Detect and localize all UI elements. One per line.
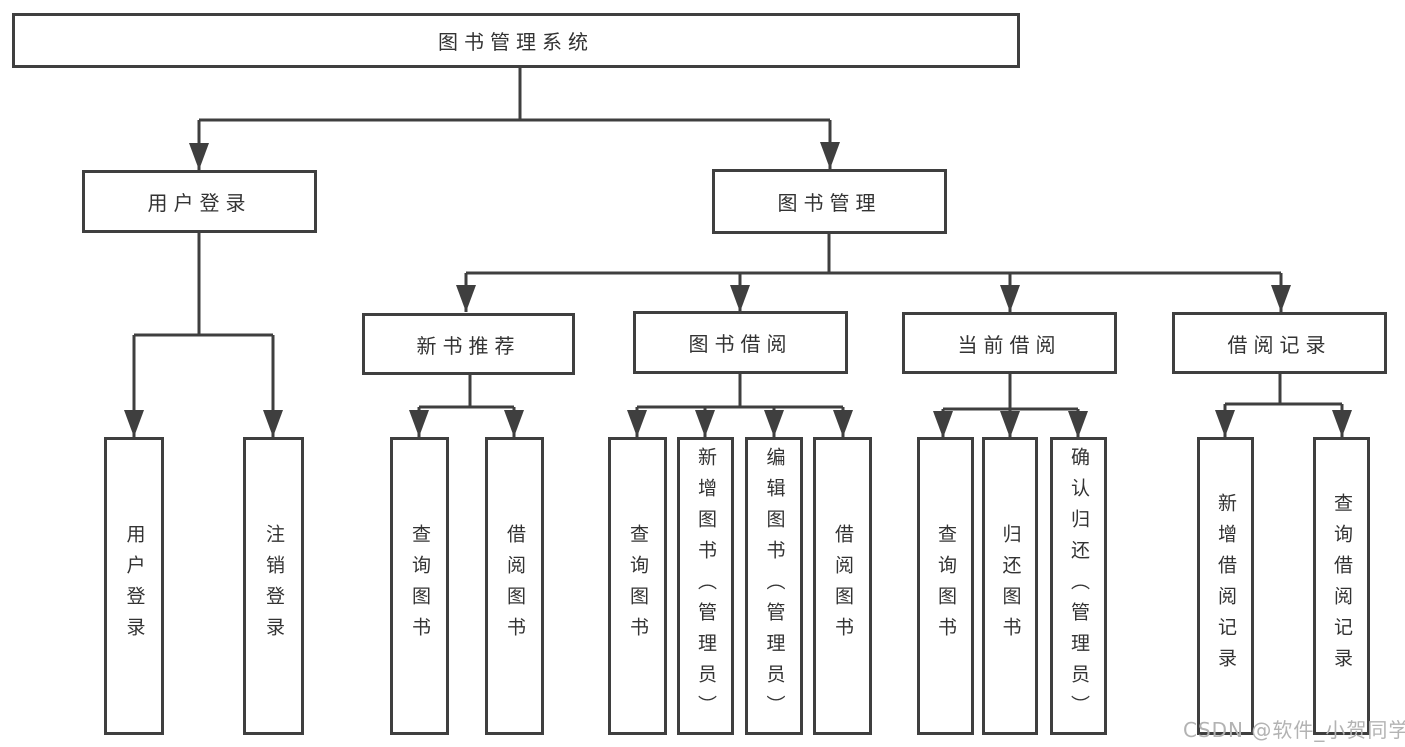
node-user-login: 用户登录 [82,170,317,233]
leaf-add-borrow-record: 新增借阅记录 [1197,437,1254,735]
leaf-label: 查询图书 [935,524,957,648]
leaf-label: 借阅图书 [504,524,526,648]
arrowhead-icon [124,410,144,437]
leaf-query-books-current: 查询图书 [917,437,974,735]
leaf-user-login: 用户登录 [104,437,164,735]
leaf-label: 确认归还（管理员） [1068,446,1090,726]
leaf-borrow-books-borrow: 借阅图书 [813,437,872,735]
leaf-query-borrow-record: 查询借阅记录 [1313,437,1370,735]
leaf-return-books: 归还图书 [982,437,1038,735]
leaf-label: 查询借阅记录 [1331,493,1353,679]
arrowhead-icon [1215,410,1235,437]
arrowhead-icon [456,285,476,312]
leaf-label: 新增借阅记录 [1215,493,1237,679]
node-book-management: 图书管理 [712,169,947,234]
node-new-book-recommendation: 新书推荐 [362,313,575,375]
arrowhead-icon [1271,285,1291,312]
arrowhead-icon [1068,411,1088,438]
leaf-label: 用户登录 [123,524,146,648]
arrowhead-icon [933,411,953,438]
watermark-text: CSDN @软件_小贺同学 [1183,718,1405,742]
arrowhead-icon [695,410,715,437]
leaf-confirm-return-admin: 确认归还（管理员） [1050,437,1107,735]
node-root-library-system: 图书管理系统 [12,13,1020,68]
leaf-label: 编辑图书（管理员） [763,446,786,726]
arrowhead-icon [820,142,840,169]
arrowhead-icon [833,410,853,437]
node-label: 图书管理 [777,191,882,215]
arrowhead-icon [1000,285,1020,312]
connector-path [132,68,1344,438]
arrowhead-icon [764,410,784,437]
node-borrowing-records: 借阅记录 [1172,312,1387,374]
node-label: 图书管理系统 [438,30,594,54]
arrowhead-icon [730,285,750,312]
arrowhead-icon [627,410,647,437]
leaf-label: 查询图书 [627,524,649,648]
arrowheads [124,142,1352,438]
leaf-label: 注销登录 [263,524,285,648]
leaf-query-books-recommend: 查询图书 [390,437,449,735]
leaf-label: 新增图书（管理员） [695,446,717,726]
node-label: 新书推荐 [416,333,521,358]
arrowhead-icon [189,143,209,170]
arrowhead-icon [504,410,524,437]
leaf-logout: 注销登录 [243,437,304,735]
arrowhead-icon [263,410,283,437]
arrowhead-icon [1000,411,1020,438]
node-current-borrowing: 当前借阅 [902,312,1117,374]
node-label: 图书借阅 [688,332,793,356]
leaf-add-books-admin: 新增图书（管理员） [677,437,734,735]
leaf-borrow-books-recommend: 借阅图书 [485,437,544,735]
node-book-borrowing: 图书借阅 [633,311,848,374]
node-label: 借阅记录 [1227,332,1332,357]
arrowhead-icon [1332,410,1352,437]
arrowhead-icon [409,410,429,437]
leaf-edit-books-admin: 编辑图书（管理员） [745,437,803,735]
leaf-label: 查询图书 [409,524,431,648]
node-label: 用户登录 [147,191,252,215]
node-label: 当前借阅 [957,332,1062,357]
leaf-label: 归还图书 [999,524,1022,648]
leaf-label: 借阅图书 [832,524,854,648]
leaf-query-books-borrow: 查询图书 [608,437,667,735]
